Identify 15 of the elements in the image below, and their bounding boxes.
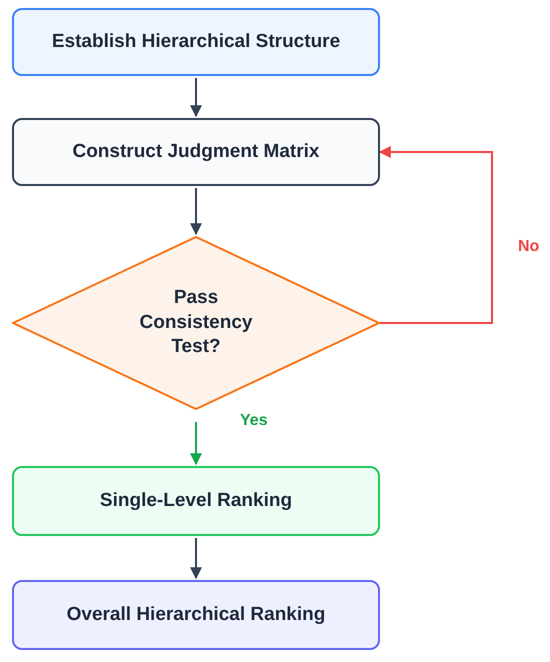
process-box: [12, 580, 380, 650]
process-box: [12, 8, 380, 76]
arrow: [190, 538, 202, 580]
decision-diamond: [12, 236, 380, 410]
arrow: [378, 146, 493, 324]
arrow: [190, 78, 202, 118]
decision-text: Pass Consistency Test?: [138, 286, 254, 360]
step-text: Overall Hierarchical Ranking: [66, 604, 326, 626]
step-text: Construct Judgment Matrix: [72, 141, 320, 163]
arrow: [190, 422, 202, 466]
process-box: [12, 466, 380, 536]
arrow: [190, 188, 202, 236]
step-text: Single-Level Ranking: [100, 490, 292, 512]
process-box: [12, 118, 380, 186]
step-text: Establish Hierarchical Structure: [52, 31, 340, 53]
